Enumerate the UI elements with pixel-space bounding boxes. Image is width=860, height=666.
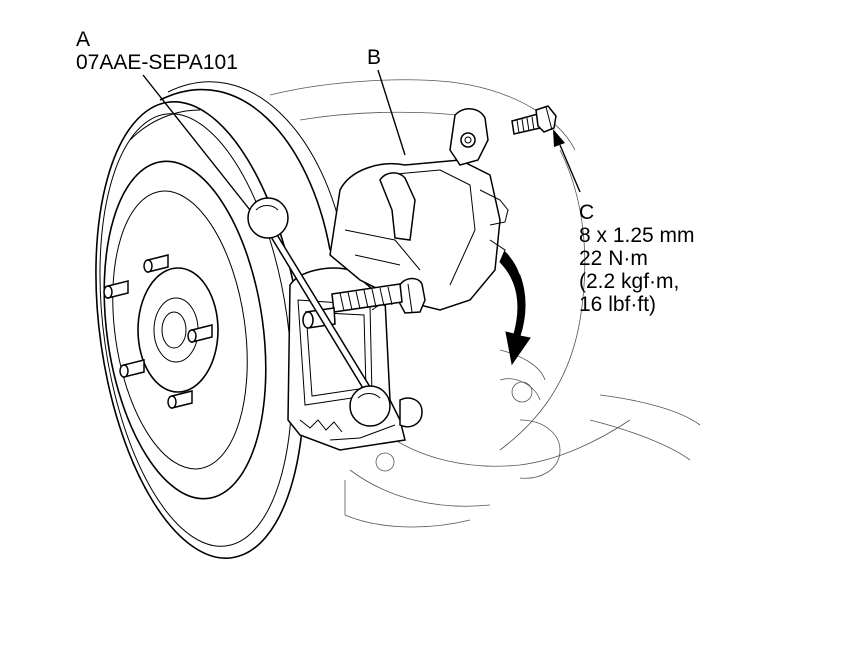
- wheel-stud: [119, 359, 145, 378]
- leader-arrowhead-c: [553, 129, 565, 147]
- hub-with-studs: [103, 254, 219, 409]
- caliper-body: [329, 108, 509, 311]
- rotation-arrow-icon: [499, 251, 531, 366]
- leader-line-c: [559, 144, 581, 193]
- leader-lines: [142, 69, 581, 211]
- wheel-stud: [187, 324, 213, 343]
- brake-disc: [95, 81, 346, 559]
- wheel-stud: [103, 280, 129, 299]
- callout-a: A 07AAE-SEPA101: [76, 28, 238, 74]
- wheel-stud: [167, 390, 193, 409]
- compressor-tool: [247, 197, 426, 427]
- leader-line-b: [377, 69, 406, 156]
- callout-b-letter: B: [367, 46, 382, 69]
- leader-line-a: [142, 74, 251, 211]
- callout-a-part-number: 07AAE-SEPA101: [76, 51, 238, 74]
- knuckle-background: [269, 79, 701, 528]
- callout-c-torque-nm: 22 N·m: [579, 247, 648, 270]
- callout-b: B: [367, 46, 381, 69]
- bolt-icon: [511, 105, 557, 135]
- callout-a-letter: A: [76, 28, 91, 51]
- callout-c-torque-lbfft: 16 lbf·ft): [579, 293, 657, 316]
- callout-c-letter: C: [579, 201, 595, 224]
- callout-c-torque-kgfm: (2.2 kgf·m,: [579, 270, 680, 293]
- callout-c: C 8 x 1.25 mm 22 N·m (2.2 kgf·m, 16 lbf·…: [579, 201, 695, 316]
- callout-c-bolt-size: 8 x 1.25 mm: [579, 224, 695, 247]
- wheel-stud: [143, 254, 169, 273]
